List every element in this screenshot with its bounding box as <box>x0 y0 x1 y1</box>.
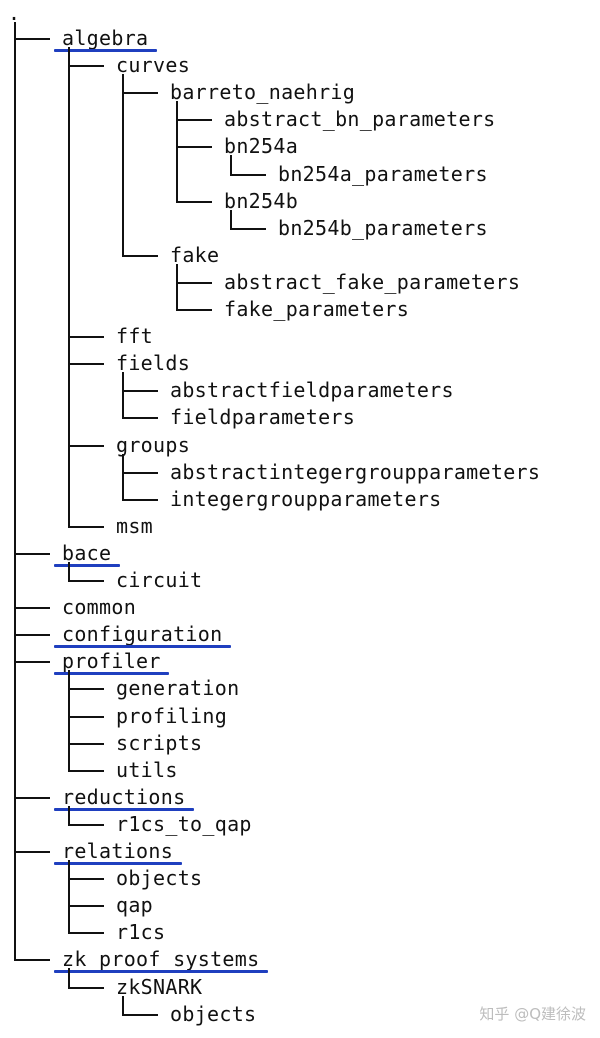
tree-connector-vertical <box>68 670 70 772</box>
highlight-underline <box>54 563 120 567</box>
tree-entry-bn254b-parameters: bn254b_parameters <box>278 215 488 240</box>
tree-connector-horizontal <box>122 1013 158 1016</box>
tree-connector-horizontal <box>68 363 104 366</box>
tree-entry-objects: objects <box>116 866 203 891</box>
tree-connector-horizontal <box>176 281 212 284</box>
tree-entry-bn254a-parameters: bn254a_parameters <box>278 161 488 186</box>
tree-entry-configuration: configuration <box>62 622 223 647</box>
tree-entry-r1cs: r1cs <box>116 920 166 945</box>
tree-entry-curves: curves <box>116 53 191 78</box>
tree-entry-profiler: profiler <box>62 649 161 674</box>
tree-connector-horizontal <box>230 227 266 230</box>
tree-entry-msm: msm <box>116 513 154 538</box>
tree-entry-bace: bace <box>62 540 112 565</box>
tree-connector-horizontal <box>122 254 158 257</box>
tree-entry-qap: qap <box>116 893 154 918</box>
tree-connector-vertical <box>176 101 178 203</box>
tree-entry-common: common <box>62 595 137 620</box>
tree-connector-vertical <box>122 372 124 420</box>
tree-connector-vertical <box>122 995 124 1016</box>
tree-connector-horizontal <box>14 851 50 853</box>
tree-entry-zksnark: zkSNARK <box>116 974 203 999</box>
tree-connector-vertical <box>122 74 124 257</box>
tree-connector-horizontal <box>68 823 104 826</box>
tree-connector-vertical <box>176 263 178 311</box>
tree-entry-profiling: profiling <box>116 703 228 728</box>
tree-connector-horizontal <box>68 688 104 691</box>
tree-connector-horizontal <box>230 173 266 176</box>
tree-entry-fft: fft <box>116 324 154 349</box>
tree-entry-relations: relations <box>62 839 174 863</box>
tree-connector-horizontal <box>68 65 104 68</box>
tree-entry-groups: groups <box>116 432 191 457</box>
tree-entry-bn254a: bn254a <box>224 134 299 159</box>
tree-entry-abstractfieldparameters: abstractfieldparameters <box>170 378 454 403</box>
tree-connector-horizontal <box>176 119 212 122</box>
tree-entry-abstract-fake-parameters: abstract_fake_parameters <box>224 269 521 294</box>
tree-connector-vertical <box>230 155 232 176</box>
tree-entry-utils: utils <box>116 757 178 782</box>
tree-connector-horizontal <box>14 38 50 40</box>
tree-connector-horizontal <box>122 417 158 420</box>
highlight-underline <box>54 49 157 52</box>
tree-entry-zk-proof-systems: zk_proof_systems <box>62 947 260 972</box>
tree-connector-horizontal <box>14 796 50 799</box>
tree-entry-barreto-naehrig: barreto_naehrig <box>170 80 356 105</box>
tree-entry-abstract-bn-parameters: abstract_bn_parameters <box>224 107 496 132</box>
tree-root: . <box>8 1 21 25</box>
tree-connector-horizontal <box>14 959 50 962</box>
tree-connector-vertical <box>230 209 232 230</box>
highlight-underline <box>54 672 169 676</box>
tree-connector-horizontal <box>176 309 212 311</box>
tree-connector-horizontal <box>122 92 158 95</box>
tree-entry-r1cs-to-qap: r1cs_to_qap <box>116 811 252 836</box>
tree-connector-horizontal <box>14 552 50 555</box>
tree-entry-circuit: circuit <box>116 568 203 592</box>
tree-connector-vertical <box>68 47 70 528</box>
tree-entry-abstractintegergroupparameters: abstractintegergroupparameters <box>170 459 541 484</box>
tree-connector-vertical <box>14 22 16 962</box>
tree-connector-horizontal <box>176 200 212 203</box>
tree-connector-horizontal <box>122 471 158 474</box>
tree-entry-fields: fields <box>116 351 191 376</box>
tree-connector-vertical <box>68 805 70 826</box>
tree-entry-generation: generation <box>116 676 240 701</box>
highlight-underline <box>54 970 268 974</box>
tree-entry-integergroupparameters: integergroupparameters <box>170 486 442 511</box>
tree-entry-fieldparameters: fieldparameters <box>170 405 356 430</box>
tree-entry-reductions: reductions <box>62 784 186 809</box>
tree-connector-horizontal <box>68 715 104 718</box>
highlight-underline <box>54 862 182 865</box>
tree-entry-fake: fake <box>170 242 220 267</box>
tree-connector-horizontal <box>68 580 104 582</box>
tree-connector-horizontal <box>122 498 158 501</box>
tree-connector-vertical <box>122 453 124 501</box>
tree-connector-vertical <box>68 968 70 989</box>
tree-entry-bn254b: bn254b <box>224 188 299 213</box>
tree-entry-scripts: scripts <box>116 730 203 755</box>
highlight-underline <box>54 645 231 649</box>
tree-connector-horizontal <box>68 742 104 745</box>
tree-connector-horizontal <box>68 986 104 989</box>
tree-connector-horizontal <box>68 525 104 528</box>
tree-connector-horizontal <box>68 769 104 772</box>
tree-entry-algebra: algebra <box>62 26 149 50</box>
tree-connector-horizontal <box>14 634 50 637</box>
tree-connector-horizontal <box>14 607 50 610</box>
tree-entry-fake-parameters: fake_parameters <box>224 297 410 321</box>
tree-connector-horizontal <box>14 661 50 664</box>
tree-connector-vertical <box>68 860 70 935</box>
highlight-underline <box>54 807 194 811</box>
tree-entry-objects: objects <box>170 1001 257 1026</box>
tree-connector-horizontal <box>68 878 104 881</box>
tree-connector-horizontal <box>176 146 212 149</box>
tree-connector-horizontal <box>68 932 104 935</box>
tree-connector-horizontal <box>122 390 158 393</box>
tree-connector-vertical <box>68 561 70 582</box>
watermark-text: 知乎 @Q建徐波 <box>479 1005 586 1023</box>
tree-connector-horizontal <box>68 905 104 908</box>
tree-connector-horizontal <box>68 336 104 339</box>
tree-connector-horizontal <box>68 444 104 447</box>
